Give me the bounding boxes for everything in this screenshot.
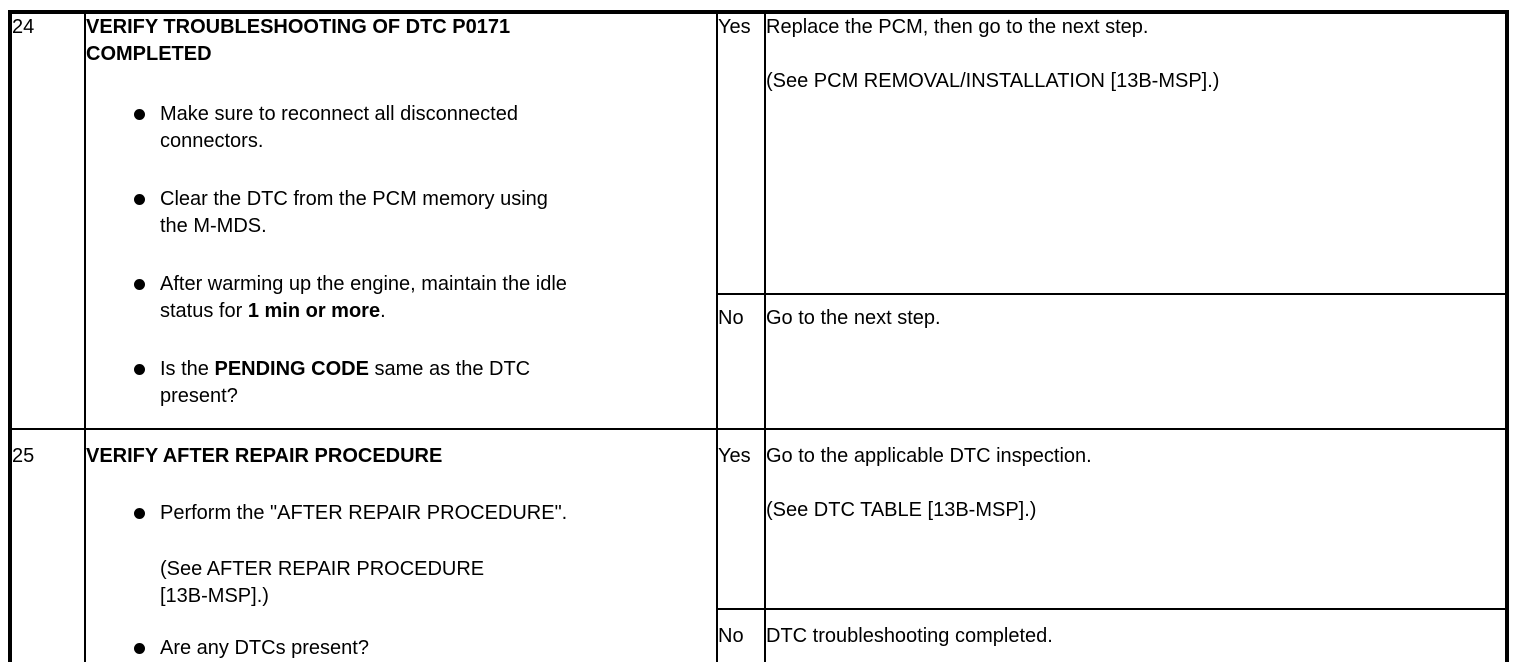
bullet-text: After warming up the engine, maintain th… (160, 273, 567, 322)
result-paragraph: Replace the PCM, then go to the next ste… (766, 16, 1149, 38)
bullet-icon (134, 643, 145, 654)
result-paragraph: DTC troubleshooting completed. (766, 625, 1053, 647)
result-paragraph: (See PCM REMOVAL/INSTALLATION [13B-MSP].… (766, 70, 1220, 92)
bullet-item: Is the PENDING CODE same as the DTC pres… (87, 356, 715, 410)
step-row-25-no: No DTC troubleshooting completed. (10, 608, 1508, 662)
yes-action-cell: Go to the applicable DTC inspection. (See… (764, 428, 1508, 610)
bullet-text: Make sure to reconnect all disconnected … (160, 103, 518, 152)
step-row-25-yes: 25 VERIFY AFTER REPAIR PROCEDURE Perform… (9, 428, 1508, 662)
inspection-cell: VERIFY TROUBLESHOOTING OF DTC P0171 COMP… (84, 11, 718, 430)
bullet-text: Is the PENDING CODE same as the DTC pres… (160, 358, 531, 407)
inspection-title: VERIFY AFTER REPAIR PROCEDURE (86, 445, 443, 467)
step-number-cell: 24 (9, 11, 86, 430)
no-label: No (718, 625, 744, 647)
inspection-bullets: Perform the "AFTER REPAIR PROCEDURE". (Se… (87, 500, 715, 662)
result-paragraph: Go to the next step. (766, 307, 941, 329)
bullet-icon (134, 279, 145, 290)
bullet-item: Clear the DTC from the PCM memory using … (87, 186, 715, 240)
no-action-cell: DTC troubleshooting completed. (764, 608, 1508, 662)
bullet-text: Clear the DTC from the PCM memory using … (160, 188, 548, 237)
no-label-cell: No (716, 608, 766, 662)
step-number-cell: 25 (9, 428, 86, 662)
no-label: No (718, 307, 744, 329)
bullet-icon (134, 508, 145, 519)
yes-label-cell: Yes (716, 428, 766, 610)
yes-action-cell: Replace the PCM, then go to the next ste… (764, 11, 1508, 295)
bullet-text: Are any DTCs present? (160, 637, 369, 659)
yes-label-cell: Yes (716, 11, 766, 295)
bullet-icon (134, 194, 145, 205)
yes-label: Yes (718, 16, 751, 38)
step-number: 25 (12, 445, 35, 467)
inspection-cell: VERIFY AFTER REPAIR PROCEDURE Perform th… (84, 428, 718, 662)
no-label-cell: No (716, 293, 766, 430)
result-paragraph: (See DTC TABLE [13B-MSP].) (766, 499, 1037, 521)
bullet-icon (134, 109, 145, 120)
bullet-item: Are any DTCs present? (87, 635, 715, 662)
step-row-24-yes: 24 VERIFY TROUBLESHOOTING OF DTC P0171 C… (9, 11, 1508, 430)
inspection-title: VERIFY TROUBLESHOOTING OF DTC P0171 COMP… (86, 16, 511, 65)
bullet-text: Perform the "AFTER REPAIR PROCEDURE". (160, 502, 568, 524)
step-number: 24 (12, 16, 35, 38)
yes-label: Yes (718, 445, 751, 467)
result-paragraph: Go to the applicable DTC inspection. (766, 445, 1092, 467)
bullet-item: After warming up the engine, maintain th… (87, 271, 715, 325)
bullet-note: (See AFTER REPAIR PROCEDURE [13B-MSP].) (160, 558, 485, 607)
inspection-bullets: Make sure to reconnect all disconnected … (87, 101, 715, 410)
bullet-item: Perform the "AFTER REPAIR PROCEDURE". (87, 500, 715, 527)
troubleshooting-table: 24 VERIFY TROUBLESHOOTING OF DTC P0171 C… (8, 10, 1509, 662)
step-row-24-no: No Go to the next step. (10, 293, 1508, 430)
bullet-icon (134, 364, 145, 375)
no-action-cell: Go to the next step. (764, 293, 1508, 430)
bullet-item: Make sure to reconnect all disconnected … (87, 101, 715, 155)
